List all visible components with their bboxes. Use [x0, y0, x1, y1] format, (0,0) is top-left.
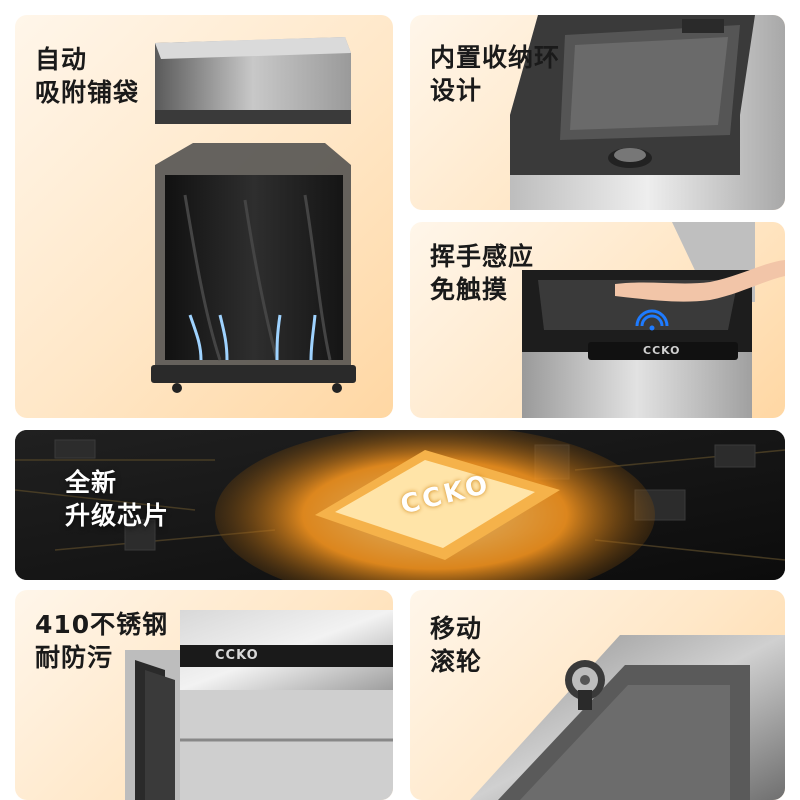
circuit-board-illustration — [15, 430, 785, 580]
caption-line: 免触摸 — [430, 275, 509, 304]
steel-panel-brand: CCKO — [215, 648, 259, 663]
caption-line: 升级芯片 — [65, 501, 170, 530]
caption-line: 吸附铺袋 — [35, 78, 140, 107]
steel-caption: 410不锈钢 耐防污 — [35, 608, 168, 674]
panel-storage-ring: 内置收纳环 设计 — [410, 15, 785, 210]
caption-line: 耐防污 — [35, 643, 114, 672]
sensor-illustration — [522, 222, 785, 418]
panel-chip: CCKO 全新 升级芯片 — [15, 430, 785, 580]
caption-line: 滚轮 — [430, 647, 483, 676]
panel-wheels: 移动 滚轮 — [410, 590, 785, 800]
caption-line: 410不锈钢 — [35, 610, 169, 639]
panel-auto-bag: 自动 吸附铺袋 — [15, 15, 393, 418]
storage-ring-caption: 内置收纳环 设计 — [430, 41, 560, 107]
caption-line: 自动 — [35, 45, 88, 74]
wheels-caption: 移动 滚轮 — [430, 612, 482, 678]
sensor-caption: 挥手感应 免触摸 — [430, 240, 534, 306]
auto-bag-caption: 自动 吸附铺袋 — [35, 43, 139, 109]
panel-steel: CCKO 410不锈钢 耐防污 — [15, 590, 393, 800]
steel-lid-illustration — [125, 610, 393, 800]
caption-line: 设计 — [430, 76, 483, 105]
chip-caption: 全新 升级芯片 — [65, 466, 169, 532]
caption-line: 内置收纳环 — [430, 43, 561, 72]
sensor-panel-brand: CCKO — [643, 344, 681, 357]
bin-exploded-illustration — [151, 37, 356, 393]
wheel-illustration — [470, 635, 785, 800]
storage-ring-illustration — [510, 15, 785, 210]
caption-line: 挥手感应 — [430, 242, 535, 271]
panel-sensor: 挥手感应 免触摸 CCKO — [410, 222, 785, 418]
caption-line: 移动 — [430, 614, 483, 643]
caption-line: 全新 — [65, 468, 118, 497]
